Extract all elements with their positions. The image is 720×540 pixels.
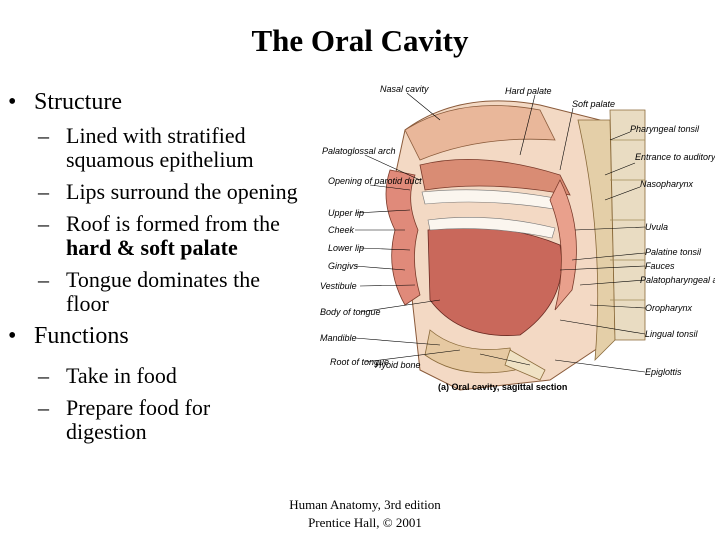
dash-mark: – — [38, 363, 49, 388]
label-root-of-tongue: Root of tongue — [330, 357, 389, 367]
bullet-label: Functions — [34, 323, 129, 349]
label-nasopharynx: Nasopharynx — [640, 179, 694, 189]
label-oropharynx: Oropharynx — [645, 303, 693, 313]
label-hard-palate: Hard palate — [505, 86, 552, 96]
label-mandible: Mandible — [320, 333, 357, 343]
sub-bullet-text: Prepare food for digestion — [66, 395, 211, 444]
sub-bullet-text: Take in food — [66, 363, 177, 388]
label-palatoglossal-arch: Palatoglossal arch — [322, 146, 396, 156]
sub-bullet: – Take in food — [8, 364, 308, 388]
anatomy-drawing — [385, 100, 646, 391]
label-epiglottis: Epiglottis — [645, 367, 682, 377]
sub-bullet: – Lined with stratified squamous epithel… — [8, 124, 308, 172]
sub-bullet-text: Tongue dominates the floor — [66, 267, 260, 316]
sub-bullet-bold-text: hard & soft palate — [66, 235, 238, 260]
dash-mark: – — [38, 395, 49, 420]
top-labels: Nasal cavity Hard palate Soft palate — [380, 84, 615, 109]
label-entrance-auditory-tube: Entrance to auditory tube — [635, 152, 715, 162]
sub-bullet: – Tongue dominates the floor — [8, 268, 308, 316]
label-palatine-tonsil: Palatine tonsil — [645, 247, 702, 257]
leader-lines — [354, 92, 646, 373]
label-pharyngeal-tonsil: Pharyngeal tonsil — [630, 124, 700, 134]
label-gingiva: Gingivs — [328, 261, 359, 271]
label-opening-parotid-duct: Opening of parotid duct — [328, 176, 422, 186]
bullet-structure: • Structure — [8, 88, 308, 116]
dash-mark: – — [38, 179, 49, 204]
figure-caption: (a) Oral cavity, sagittal section — [438, 382, 567, 392]
label-soft-palate: Soft palate — [572, 99, 615, 109]
label-vestibule: Vestibule — [320, 281, 357, 291]
bullet-list: • Structure – Lined with stratified squa… — [8, 82, 308, 444]
label-lower-lip: Lower lip — [328, 243, 364, 253]
label-upper-lip: Upper lip — [328, 208, 364, 218]
sub-bullet-text: Roof is formed from the — [66, 211, 280, 236]
bullet-functions: • Functions — [8, 322, 308, 350]
credit-line-2: Prentice Hall, © 2001 — [308, 515, 422, 530]
label-body-of-tongue: Body of tongue — [320, 307, 381, 317]
label-palatopharyngeal-arch: Palatopharyngeal arch — [640, 275, 715, 285]
dash-mark: – — [38, 267, 49, 292]
label-lingual-tonsil: Lingual tonsil — [645, 329, 699, 339]
dash-mark: – — [38, 211, 49, 236]
left-labels: Palatoglossal arch Opening of parotid du… — [320, 146, 422, 367]
sub-bullet: – Lips surround the opening — [8, 180, 308, 204]
bullet-label: Structure — [34, 89, 122, 115]
label-cheek: Cheek — [328, 225, 355, 235]
oral-cavity-illustration: Palatoglossal arch Opening of parotid du… — [310, 80, 720, 400]
label-fauces: Fauces — [645, 261, 675, 271]
right-labels: Pharyngeal tonsil Entrance to auditory t… — [630, 124, 720, 377]
sub-bullet: – Roof is formed from the hard & soft pa… — [8, 212, 308, 260]
sub-bullet: – Prepare food for digestion — [8, 396, 266, 444]
sub-bullet-text: Lips surround the opening — [66, 179, 298, 204]
dash-mark: – — [38, 123, 49, 148]
bullet-mark: • — [8, 89, 17, 115]
source-credit: Human Anatomy, 3rd edition Prentice Hall… — [265, 496, 465, 532]
label-text: Opening of parotid duct — [328, 176, 422, 186]
bullet-mark: • — [8, 323, 17, 349]
slide-title: The Oral Cavity — [251, 23, 469, 58]
sub-bullet-text: Lined with stratified squamous epitheliu… — [66, 123, 254, 172]
label-uvula: Uvula — [645, 222, 668, 232]
sagittal-section-svg: Palatoglossal arch Opening of parotid du… — [320, 84, 720, 392]
label-hyoid-bone-visible: Hyoid bone — [375, 360, 421, 370]
label-text: Palatoglossal arch — [322, 146, 396, 156]
credit-line-1: Human Anatomy, 3rd edition — [289, 497, 441, 512]
label-nasal-cavity: Nasal cavity — [380, 84, 429, 94]
